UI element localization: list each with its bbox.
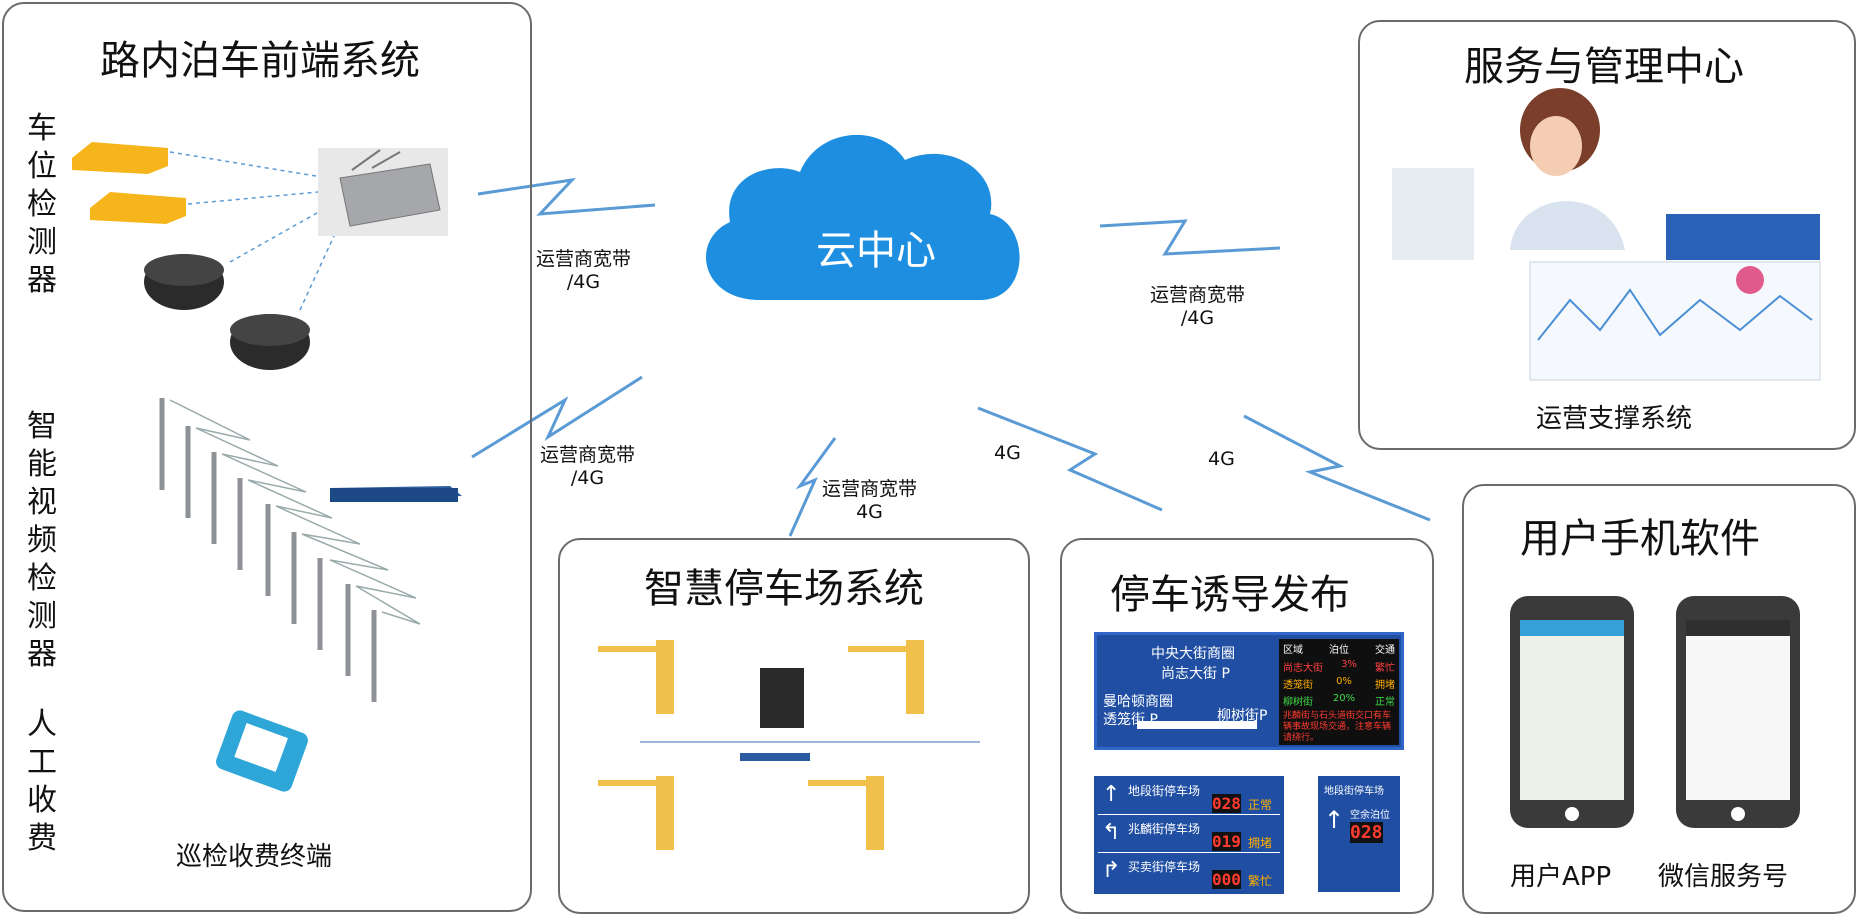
video-detector-label: 智 能 视 频 检 测 器 <box>27 409 57 672</box>
sign-area2: 曼哈顿商圈 <box>1103 694 1173 710</box>
lot-row: ↑ 地段街停车场 028 正常 <box>1098 780 1280 815</box>
sign-crossroad <box>1137 721 1257 729</box>
wechat-label: 微信服务号 <box>1658 862 1789 892</box>
link-label-mid-right: 4G <box>994 442 1021 464</box>
arrow-right-icon: ↱ <box>1102 858 1121 883</box>
sign-header-traffic: 交通 <box>1375 645 1395 656</box>
lot-signs: ↑ 地段街停车场 028 正常 ↰ 兆麟街停车场 019 拥堵 ↱ 买卖街停车场… <box>1094 776 1284 894</box>
frontend-system-title: 路内泊车前端系统 <box>100 38 420 84</box>
service-center-illustration <box>1392 88 1821 381</box>
sign-area1: 中央大街商圈 <box>1151 646 1235 662</box>
single-lot-sign: 地段街停车场 ↑ 空余泊位 028 <box>1318 776 1400 892</box>
frontend-system-panel <box>2 2 532 912</box>
service-center-caption: 运营支撑系统 <box>1536 404 1693 434</box>
parking-server <box>640 668 980 761</box>
link-mid-right <box>977 406 1163 512</box>
smart-parking-panel <box>558 538 1030 914</box>
link-label-left-top: 运营商宽带 /4G <box>536 248 632 293</box>
parking-detectors <box>72 142 310 370</box>
link-center <box>788 437 837 537</box>
handheld-terminal <box>216 710 308 792</box>
network-switch <box>330 486 462 502</box>
service-center-title: 服务与管理中心 <box>1464 44 1744 90</box>
sign-header-spaces: 泊位 <box>1329 645 1349 656</box>
barrier-gates <box>598 640 924 850</box>
phone-wechat <box>1676 596 1800 828</box>
cloud-shape <box>706 134 1020 300</box>
sign-notice: 兆麟街与石头道街交口有车辆事故现场交通，注意车辆请绕行。 <box>1283 711 1392 743</box>
sign-area3-street: 柳树街P <box>1217 708 1268 724</box>
video-detector-posts <box>159 398 377 702</box>
guidance-title: 停车诱导发布 <box>1110 572 1350 618</box>
arrow-up-icon: ↑ <box>1324 806 1345 834</box>
arrow-left-icon: ↰ <box>1102 820 1121 845</box>
mobile-title: 用户手机软件 <box>1520 516 1760 562</box>
service-center-panel <box>1358 20 1856 450</box>
detector-label: 车 位 检 测 器 <box>27 111 57 298</box>
cloud-label: 云中心 <box>816 228 936 274</box>
link-label-left-mid: 运营商宽带 /4G <box>540 444 636 489</box>
network-links <box>471 177 1431 537</box>
smart-parking-title: 智慧停车场系统 <box>644 566 924 612</box>
lot-row: ↰ 兆麟街停车场 019 拥堵 <box>1098 818 1280 853</box>
arrow-up-icon: ↑ <box>1102 782 1121 807</box>
link-far-right <box>1243 414 1431 522</box>
app-label: 用户APP <box>1510 862 1612 892</box>
link-label-center: 运营商宽带 4G <box>822 478 918 523</box>
phone-app <box>1510 596 1634 828</box>
sign-header-area: 区域 <box>1283 645 1303 656</box>
terminal-label: 巡检收费终端 <box>176 842 333 872</box>
link-left-mid <box>471 375 643 459</box>
manual-fee-label: 人 工 收 费 <box>27 707 57 856</box>
lot-row: ↱ 买卖街停车场 000 繁忙 <box>1102 858 1273 889</box>
gateway-device <box>318 148 448 236</box>
mobile-panel <box>1462 484 1856 914</box>
sign-area1-street: 尚志大街 P <box>1161 666 1230 682</box>
link-label-right-top: 运营商宽带 /4G <box>1150 284 1246 329</box>
main-guidance-sign: 中央大街商圈 尚志大街 P 曼哈顿商圈 透笼街 P 柳树街P 区域 泊位 交通 … <box>1094 632 1404 750</box>
link-right-top <box>1099 219 1281 256</box>
link-left-top <box>477 177 656 216</box>
link-label-far-right: 4G <box>1208 448 1235 470</box>
